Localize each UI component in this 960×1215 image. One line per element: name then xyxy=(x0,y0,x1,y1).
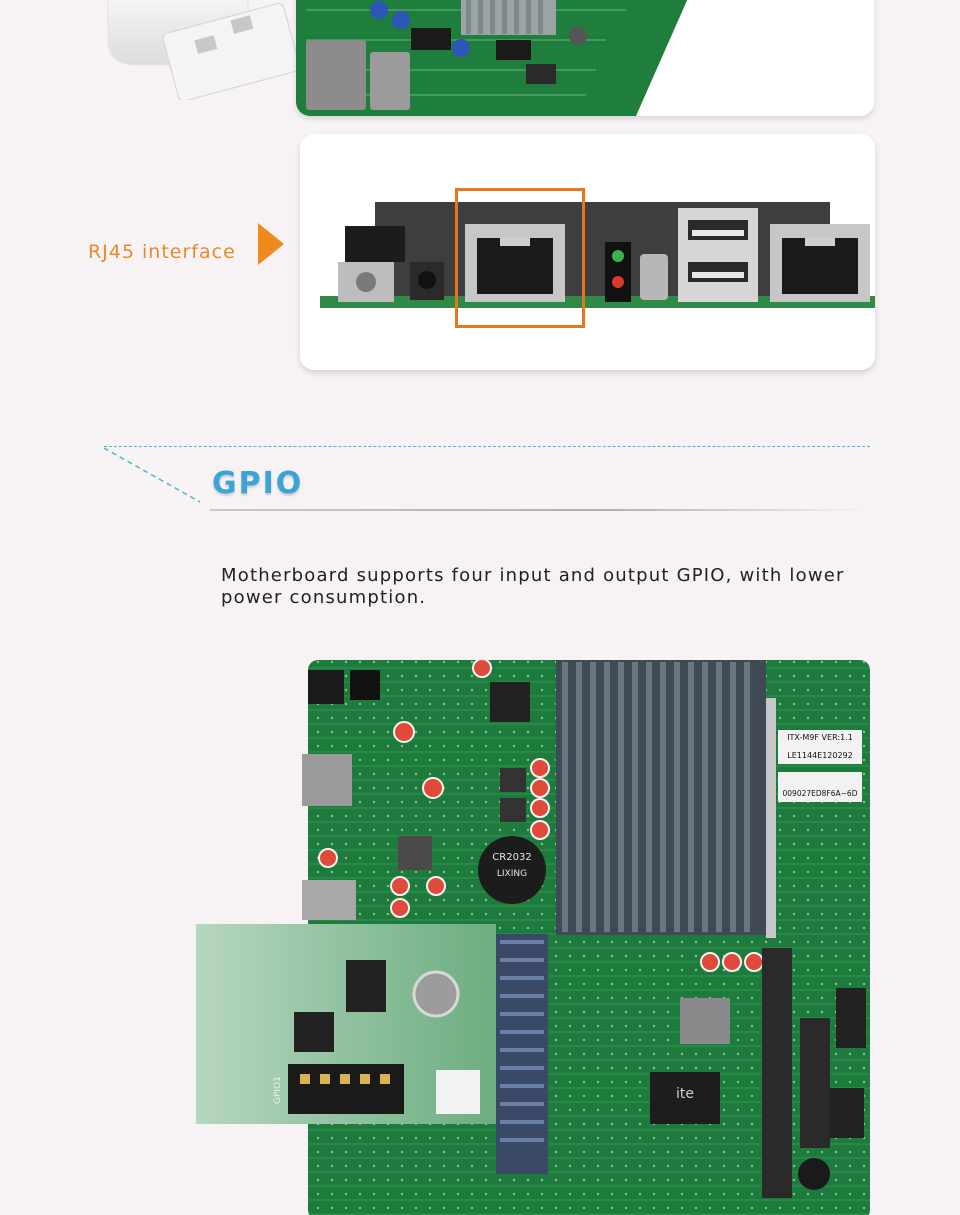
top-board-photo xyxy=(296,0,874,116)
section-dashed-diagonal xyxy=(103,447,201,503)
battery-label: CR2032 xyxy=(492,852,531,863)
orange-arrow-icon xyxy=(258,223,284,265)
io-panel-photo xyxy=(300,134,875,370)
gpio-silkscreen: GPIO1 xyxy=(273,1076,283,1104)
section-title: GPIO xyxy=(212,466,304,501)
serial-sticker-text: LE1144E120292 xyxy=(787,751,852,760)
ite-chip-label: ite xyxy=(676,1086,694,1102)
usb-plug-image xyxy=(107,0,298,100)
battery-brand: LIXING xyxy=(497,869,527,879)
section-dashed-divider xyxy=(104,446,870,447)
gpio-description: Motherboard supports four input and outp… xyxy=(221,565,845,608)
gpio-zoom-panel: GPIO1 xyxy=(196,924,496,1124)
motherboard-image: ITX-M9F VER:1.1 LE1144E120292 009027ED8F… xyxy=(302,658,870,1215)
io-panel-photo-card xyxy=(300,134,875,370)
mac-sticker-text: 009027ED8F6A~6D xyxy=(783,789,858,798)
title-underline xyxy=(210,509,870,511)
rj45-interface-label: RJ45 interface xyxy=(88,241,236,263)
version-sticker-text: ITX-M9F VER:1.1 xyxy=(787,733,853,742)
top-board-photo-card xyxy=(296,0,874,116)
rj45-highlight-box xyxy=(455,188,585,328)
